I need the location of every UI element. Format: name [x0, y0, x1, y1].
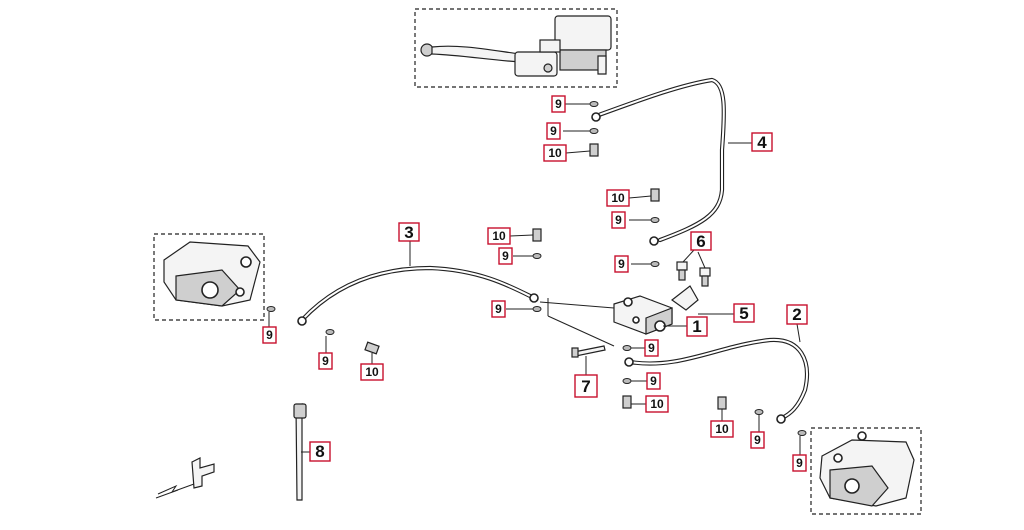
callout-7: 7 [574, 374, 598, 398]
callout-9-label: 9 [495, 302, 502, 316]
callout-10-label: 10 [492, 229, 506, 243]
callout-9-label: 9 [796, 456, 803, 470]
callout-10-label: 10 [611, 191, 625, 205]
callout-10-label: 10 [715, 422, 729, 436]
callout-9-d: 9 [614, 255, 629, 273]
callout-9-label: 9 [550, 124, 557, 138]
callout-8: 8 [309, 441, 331, 462]
callout-9-e: 9 [498, 247, 513, 265]
callout-9-label: 9 [754, 433, 761, 447]
callout-3: 3 [398, 222, 420, 242]
callout-2-label: 2 [792, 305, 801, 324]
callout-6: 6 [690, 231, 712, 251]
callout-9-l: 9 [792, 454, 807, 472]
callout-10-label: 10 [548, 146, 562, 160]
callout-9-c: 9 [611, 211, 626, 229]
callout-9-k: 9 [750, 431, 765, 449]
callout-10-c: 10 [487, 227, 511, 245]
callout-10-d: 10 [360, 363, 384, 381]
callout-10-b: 10 [606, 189, 630, 207]
callout-9-label: 9 [322, 354, 329, 368]
callout-9-label: 9 [502, 249, 509, 263]
master-cylinder-frame [414, 8, 618, 88]
callout-9-label: 9 [266, 328, 273, 342]
callout-9-label: 9 [618, 257, 625, 271]
callout-10-e: 10 [645, 395, 669, 413]
callout-4-label: 4 [757, 133, 767, 152]
callout-9-f: 9 [491, 300, 506, 318]
callout-10-f: 10 [710, 420, 734, 438]
washers-and-bolts [266, 101, 807, 436]
callout-3-label: 3 [404, 223, 413, 242]
leader-lines [268, 103, 801, 456]
callout-9-label: 9 [648, 341, 655, 355]
callout-6-label: 6 [696, 232, 705, 251]
master-cylinder-lever [420, 15, 612, 77]
callout-9-label: 9 [615, 213, 622, 227]
bolts-6 [676, 249, 711, 287]
front-direction-arrow [155, 457, 215, 499]
callout-4: 4 [751, 132, 773, 152]
callout-9-g: 9 [262, 326, 277, 344]
callout-10-a: 10 [543, 144, 567, 162]
bolt-7 [571, 345, 606, 375]
callout-1-label: 1 [692, 317, 701, 336]
callout-8-label: 8 [315, 442, 324, 461]
callout-2: 2 [786, 304, 808, 325]
callout-10-label: 10 [365, 365, 379, 379]
callout-9-label: 9 [650, 374, 657, 388]
callout-9-h: 9 [318, 352, 333, 370]
callout-1: 1 [686, 316, 708, 337]
callout-5: 5 [733, 303, 755, 323]
right-brake-caliper [819, 431, 915, 507]
left-brake-caliper [163, 241, 261, 307]
callout-9-a: 9 [551, 95, 566, 113]
cable-tie-8 [293, 403, 310, 501]
callout-9-b: 9 [546, 122, 561, 140]
callout-9-i: 9 [644, 339, 659, 357]
distributor-block [613, 285, 699, 335]
callout-9-j: 9 [646, 372, 661, 390]
callout-9-label: 9 [555, 97, 562, 111]
callout-10-label: 10 [650, 397, 664, 411]
callout-7-label: 7 [581, 377, 590, 396]
callout-5-label: 5 [739, 304, 748, 323]
